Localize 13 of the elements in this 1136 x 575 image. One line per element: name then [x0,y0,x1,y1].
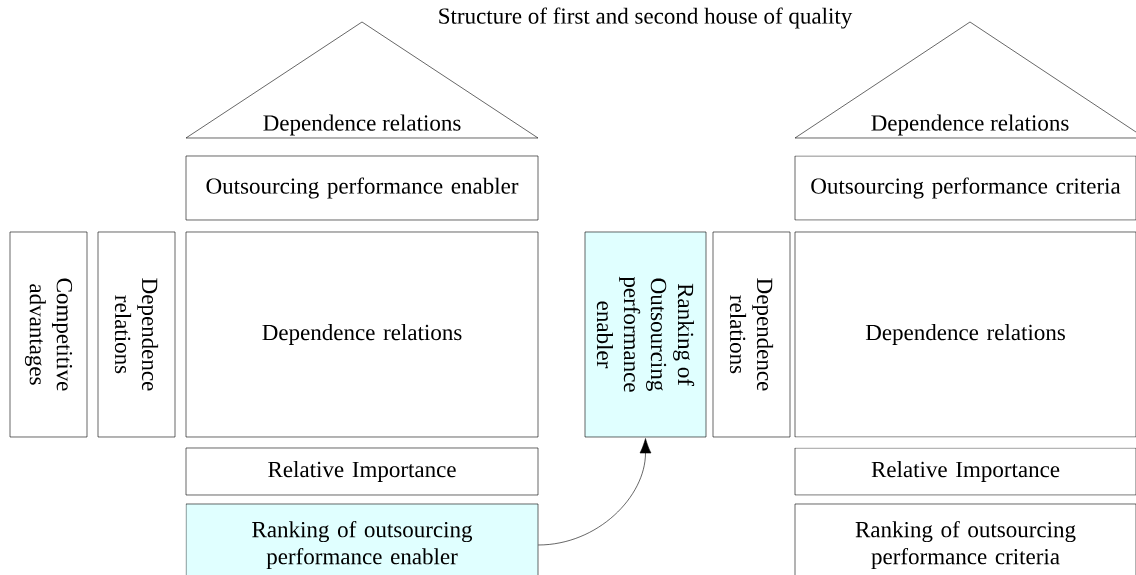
matrix-box: Dependence relations [794,231,1136,438]
ranking-box: Ranking of Outsourcing performance enabler [584,231,707,438]
row-box: Relative Importance [794,447,1136,496]
row-box: Relative Importance [185,447,539,496]
column-box: Dependence relations [97,231,176,438]
ranking-box: Ranking of outsourcing performance enabler [185,503,539,575]
ranking-box: Ranking of outsourcing performance criteria [794,503,1136,575]
matrix-box: Dependence relations [185,231,539,438]
column-box: Dependence relations [712,231,791,438]
arrow [538,438,652,546]
column-box: Competitive advantages [9,231,88,438]
header-box: Outsourcing performance criteria [794,155,1136,221]
header-box: Outsourcing performance enabler [185,155,539,221]
